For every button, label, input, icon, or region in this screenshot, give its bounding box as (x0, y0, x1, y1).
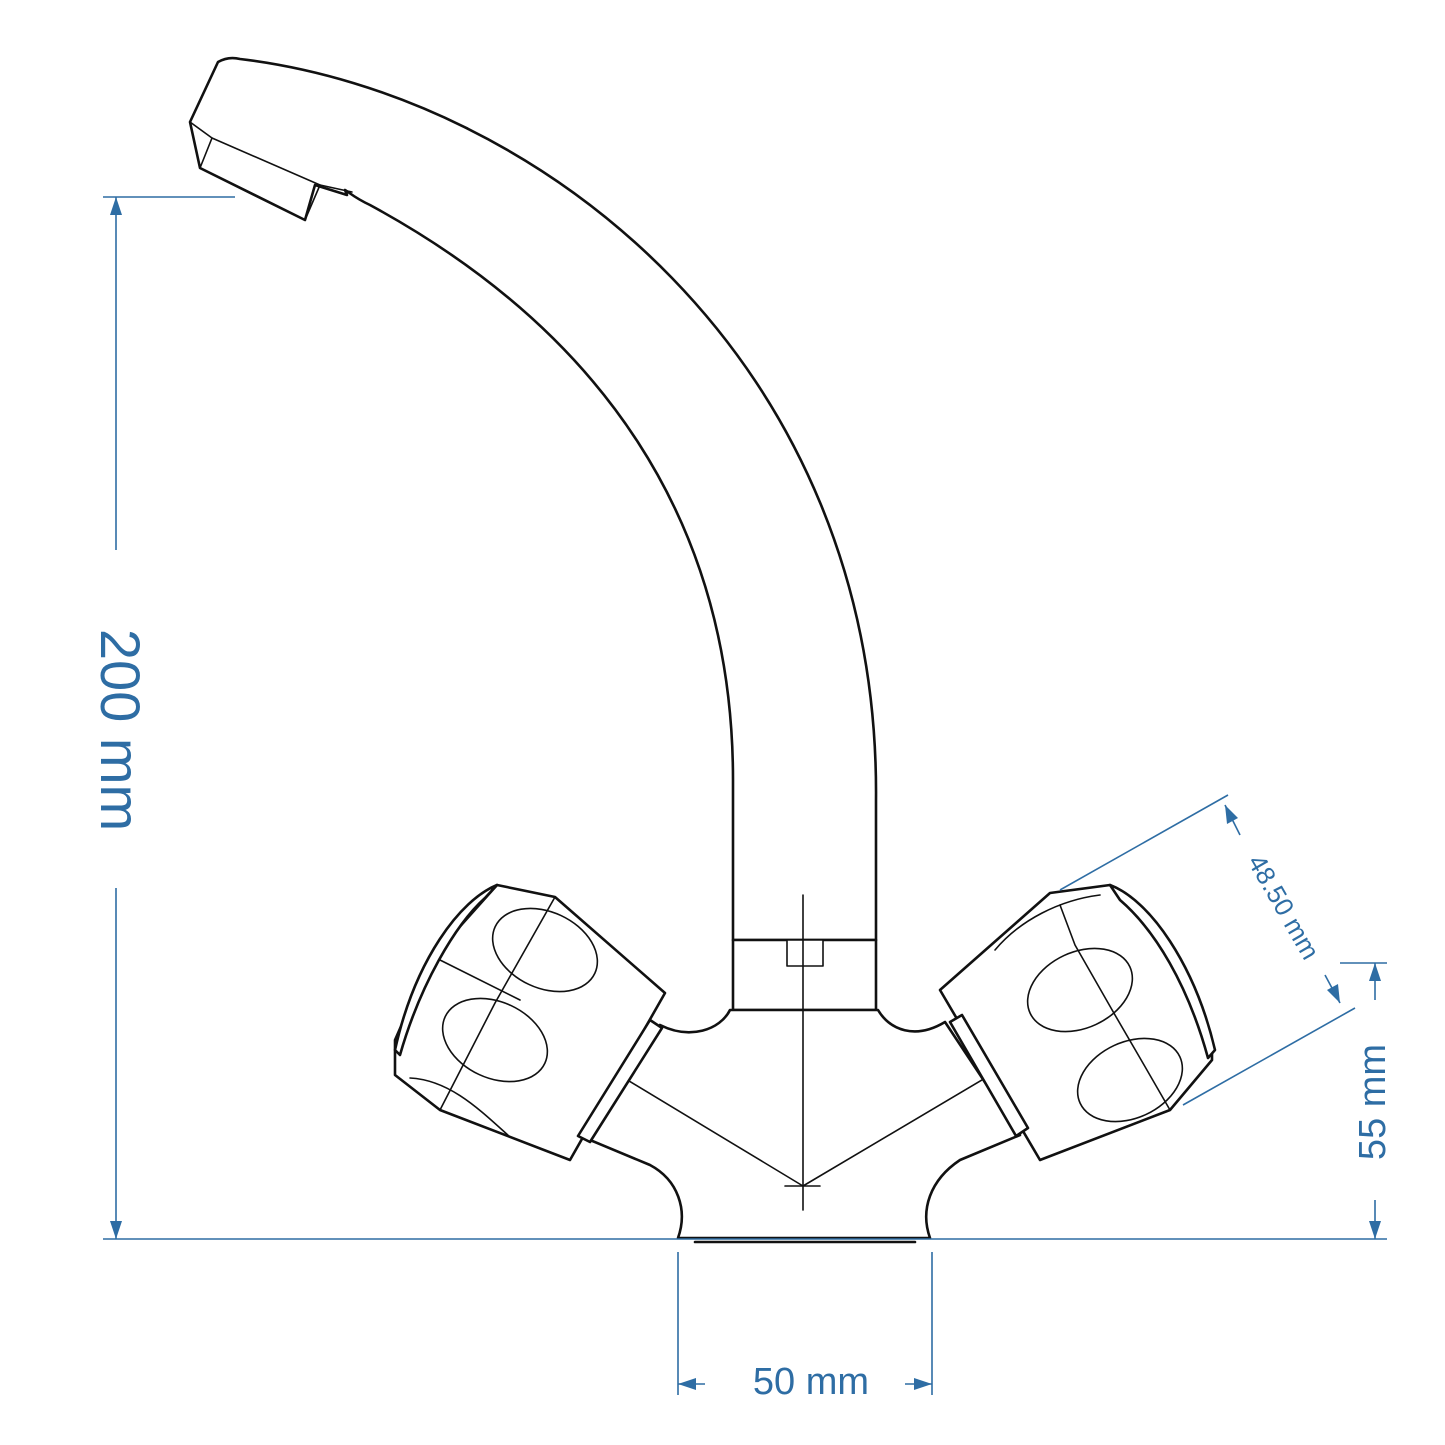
height-arrow-bottom (110, 1221, 122, 1239)
base-arrow-left (678, 1378, 696, 1390)
right-handle-groove-top-edge (994, 894, 1101, 951)
faucet-body (588, 1008, 1022, 1240)
left-handle-cap (393, 883, 499, 1057)
spout-nozzle (199, 137, 321, 221)
left-handle-collar (576, 1018, 664, 1144)
height-arrow-top (110, 197, 122, 215)
base-label: 50 mm (753, 1361, 869, 1403)
spout-nozzle-ring (189, 121, 213, 139)
right-handle-groove-bottom (1076, 1037, 1184, 1123)
height-label: 200 mm (89, 629, 152, 831)
handle-diameter-arrow-bottom (1327, 984, 1340, 1003)
handle-height-label: 55 mm (1352, 1044, 1394, 1160)
left-handle-ridge (439, 896, 556, 1111)
dimension-handle-height: 55 mm (1340, 962, 1394, 1239)
handle-height-arrow-top (1369, 963, 1381, 981)
left-handle-cap-rim (439, 959, 521, 1001)
right-handle-collar (948, 1013, 1030, 1138)
dimension-height: 200 mm (89, 196, 1387, 1240)
left-handle-groove-bottom (409, 1077, 511, 1138)
faucet (188, 56, 1217, 1244)
left-handle (393, 883, 667, 1162)
right-handle-cap (1108, 883, 1217, 1060)
handle-diameter-extension-top (1059, 794, 1229, 891)
left-handle-groove-top (491, 907, 599, 993)
spout (188, 56, 878, 942)
handle-diameter-extension-bottom (1182, 1007, 1356, 1106)
handle-height-arrow-bottom (1369, 1221, 1381, 1239)
handle-diameter-label: 48.50 mm (1242, 849, 1326, 964)
dimension-base: 50 mm (677, 1252, 933, 1403)
spout-lock-nut (786, 939, 824, 967)
left-handle-groove-middle (441, 997, 549, 1083)
spout-collar (319, 184, 353, 193)
right-handle-ridge (1059, 904, 1171, 1111)
right-handle (938, 883, 1217, 1162)
right-handle-groove-top (1026, 947, 1134, 1033)
base-arrow-right (914, 1378, 932, 1390)
handle-diameter-arrow-top (1225, 805, 1238, 824)
